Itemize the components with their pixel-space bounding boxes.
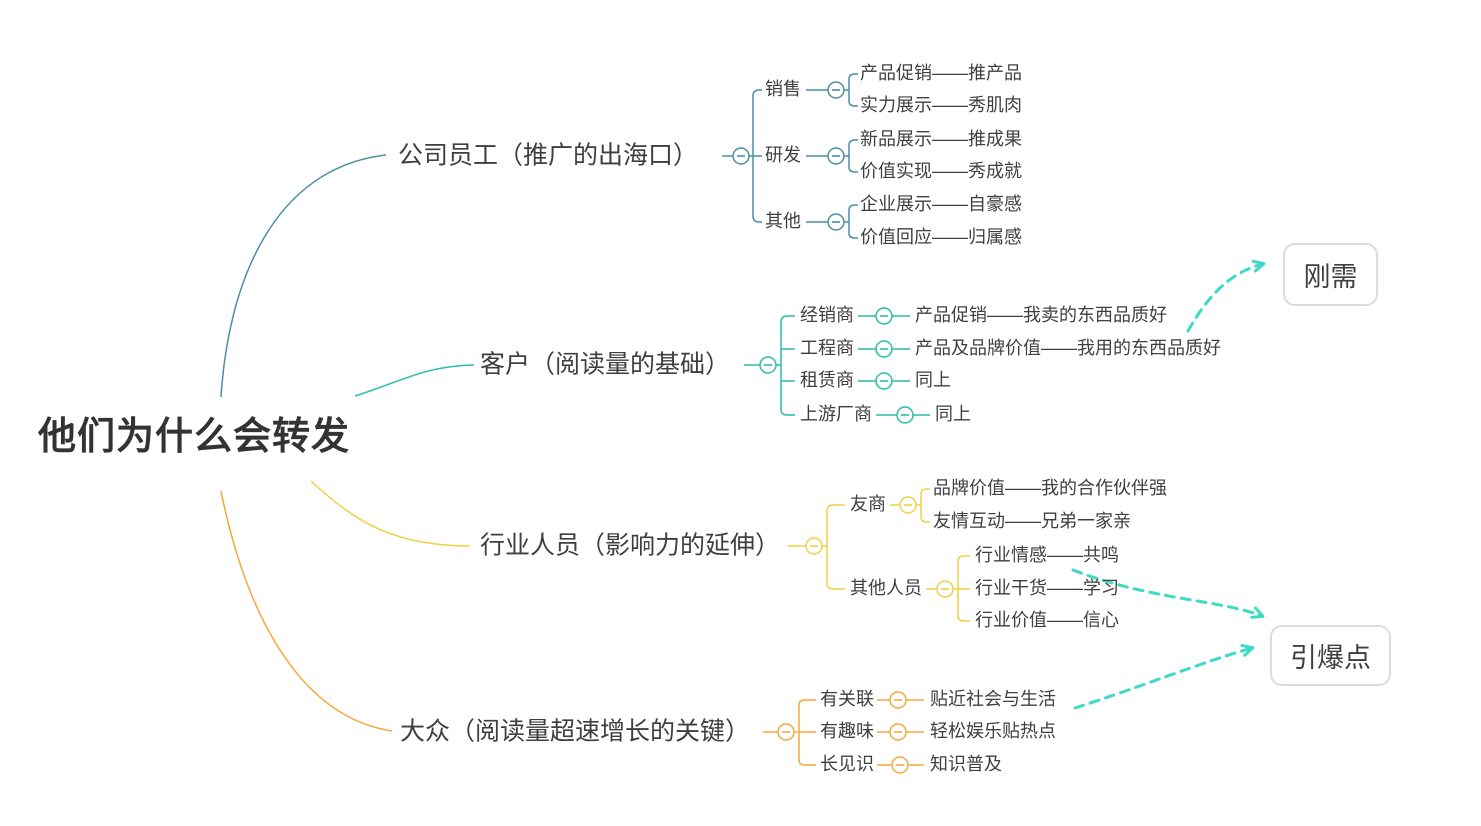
root-topic[interactable]: 他们为什么会转发: [38, 416, 351, 459]
floating-topic-tipping-point[interactable]: 引爆点: [1270, 625, 1391, 686]
subtopic-distributors[interactable]: 经销商: [800, 305, 854, 326]
topic-industry-people[interactable]: 行业人员（影响力的延伸）: [480, 531, 781, 560]
leaf-topic[interactable]: 行业干货——学习: [975, 578, 1119, 599]
collapse-icon[interactable]: [805, 537, 823, 555]
relationship-arrow-public-to-tipping-point[interactable]: [1073, 644, 1255, 710]
branch-curve: [310, 480, 471, 547]
subtopic-lessors[interactable]: 租赁商: [800, 370, 854, 391]
leaf-topic[interactable]: 友情互动——兄弟一家亲: [933, 511, 1131, 532]
connector: [806, 204, 858, 239]
connector: [926, 555, 970, 622]
collapse-icon[interactable]: [777, 723, 795, 741]
collapse-icon[interactable]: [889, 691, 907, 709]
collapse-icon[interactable]: [936, 580, 954, 598]
collapse-icon[interactable]: [875, 307, 893, 325]
floating-topic-rigid-demand[interactable]: 刚需: [1283, 243, 1378, 306]
branch-curve: [354, 364, 475, 397]
collapse-icon[interactable]: [827, 81, 845, 99]
leaf-topic[interactable]: 同上: [915, 370, 951, 391]
topic-company-employees[interactable]: 公司员工（推广的出海口）: [398, 141, 699, 170]
subtopic-upstream[interactable]: 上游厂商: [800, 404, 872, 425]
connector: [890, 488, 930, 523]
collapse-icon[interactable]: [899, 496, 917, 514]
connector: [822, 504, 845, 590]
leaf-topic[interactable]: 实力展示——秀肌肉: [860, 95, 1022, 116]
leaf-topic[interactable]: 新品展示——推成果: [860, 129, 1022, 150]
subtopic-fun[interactable]: 有趣味: [820, 721, 874, 742]
branch-curve: [220, 154, 387, 398]
collapse-icon[interactable]: [891, 756, 909, 774]
leaf-topic[interactable]: 同上: [935, 404, 971, 425]
leaf-topic[interactable]: 轻松娱乐贴热点: [930, 721, 1056, 742]
leaf-topic[interactable]: 产品促销——推产品: [860, 63, 1022, 84]
relationship-arrow-to-rigid-demand[interactable]: [1186, 259, 1266, 333]
connector: [776, 315, 795, 416]
leaf-topic[interactable]: 价值实现——秀成就: [860, 161, 1022, 182]
leaf-topic[interactable]: 知识普及: [930, 754, 1002, 775]
connector: [794, 699, 816, 766]
subtopic-other-people[interactable]: 其他人员: [850, 578, 922, 599]
leaf-topic[interactable]: 行业价值——信心: [975, 610, 1119, 631]
connector: [806, 73, 858, 107]
collapse-icon[interactable]: [889, 723, 907, 741]
relationship-arrow-industry-to-tipping-point[interactable]: [1071, 568, 1265, 619]
floating-topic-label: 引爆点: [1290, 643, 1371, 673]
subtopic-friendly-rivals[interactable]: 友商: [850, 494, 886, 515]
topic-customers[interactable]: 客户（阅读量的基础）: [480, 350, 731, 379]
connector: [806, 139, 858, 173]
collapse-icon[interactable]: [759, 356, 777, 374]
collapse-icon[interactable]: [875, 340, 893, 358]
connector: [749, 89, 762, 223]
topic-public[interactable]: 大众（阅读量超速增长的关键）: [400, 717, 751, 746]
floating-topic-label: 刚需: [1303, 262, 1358, 292]
collapse-icon[interactable]: [875, 372, 893, 390]
subtopic-informative[interactable]: 长见识: [820, 754, 874, 775]
collapse-icon[interactable]: [827, 147, 845, 165]
collapse-icon[interactable]: [827, 213, 845, 231]
subtopic-contractors[interactable]: 工程商: [800, 338, 854, 359]
leaf-topic[interactable]: 行业情感——共鸣: [975, 545, 1119, 566]
leaf-topic[interactable]: 产品促销——我卖的东西品质好: [915, 305, 1167, 326]
leaf-topic[interactable]: 产品及品牌价值——我用的东西品质好: [915, 338, 1221, 359]
subtopic-relevant[interactable]: 有关联: [820, 689, 874, 710]
subtopic-rnd[interactable]: 研发: [765, 145, 801, 166]
leaf-topic[interactable]: 企业展示——自豪感: [860, 194, 1022, 215]
branch-curve: [220, 490, 393, 732]
leaf-topic[interactable]: 价值回应——归属感: [860, 227, 1022, 248]
subtopic-sales[interactable]: 销售: [765, 79, 801, 100]
subtopic-others[interactable]: 其他: [765, 211, 801, 232]
leaf-topic[interactable]: 贴近社会与生活: [930, 689, 1056, 710]
collapse-icon[interactable]: [896, 406, 914, 424]
leaf-topic[interactable]: 品牌价值——我的合作伙伴强: [933, 478, 1167, 499]
collapse-icon[interactable]: [732, 147, 750, 165]
